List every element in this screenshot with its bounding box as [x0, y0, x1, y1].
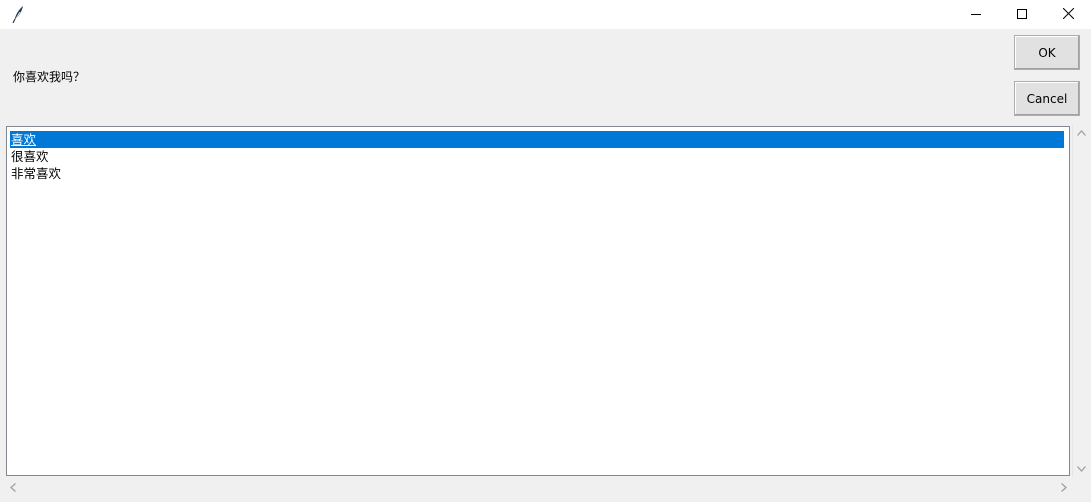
list-item-label: 喜欢 — [11, 132, 37, 147]
prompt-label: 你喜欢我吗？ — [13, 70, 86, 84]
window-bottom-edge — [0, 497, 1091, 502]
cancel-button[interactable]: Cancel — [1014, 81, 1080, 116]
list-item[interactable]: 很喜欢 — [10, 148, 49, 165]
vertical-scrollbar[interactable] — [1072, 124, 1089, 477]
ok-button[interactable]: OK — [1014, 35, 1080, 70]
minimize-icon — [971, 8, 981, 22]
close-button[interactable] — [1045, 0, 1091, 29]
list-item-label: 很喜欢 — [11, 149, 49, 164]
title-bar[interactable] — [0, 0, 1091, 29]
list-item[interactable]: 喜欢 — [10, 131, 1064, 148]
list-item-label: 非常喜欢 — [11, 166, 62, 181]
horizontal-scrollbar[interactable] — [4, 479, 1072, 496]
scroll-left-arrow-icon[interactable] — [4, 479, 21, 496]
scroll-up-arrow-icon[interactable] — [1073, 124, 1090, 141]
scroll-right-arrow-icon[interactable] — [1055, 479, 1072, 496]
choice-listbox[interactable]: 喜欢 很喜欢 非常喜欢 — [6, 126, 1070, 476]
feather-icon — [10, 5, 26, 24]
maximize-icon — [1017, 8, 1027, 22]
close-icon — [1062, 7, 1074, 22]
minimize-button[interactable] — [953, 0, 999, 29]
list-item[interactable]: 非常喜欢 — [10, 165, 61, 182]
maximize-button[interactable] — [999, 0, 1045, 29]
scroll-down-arrow-icon[interactable] — [1073, 460, 1090, 477]
